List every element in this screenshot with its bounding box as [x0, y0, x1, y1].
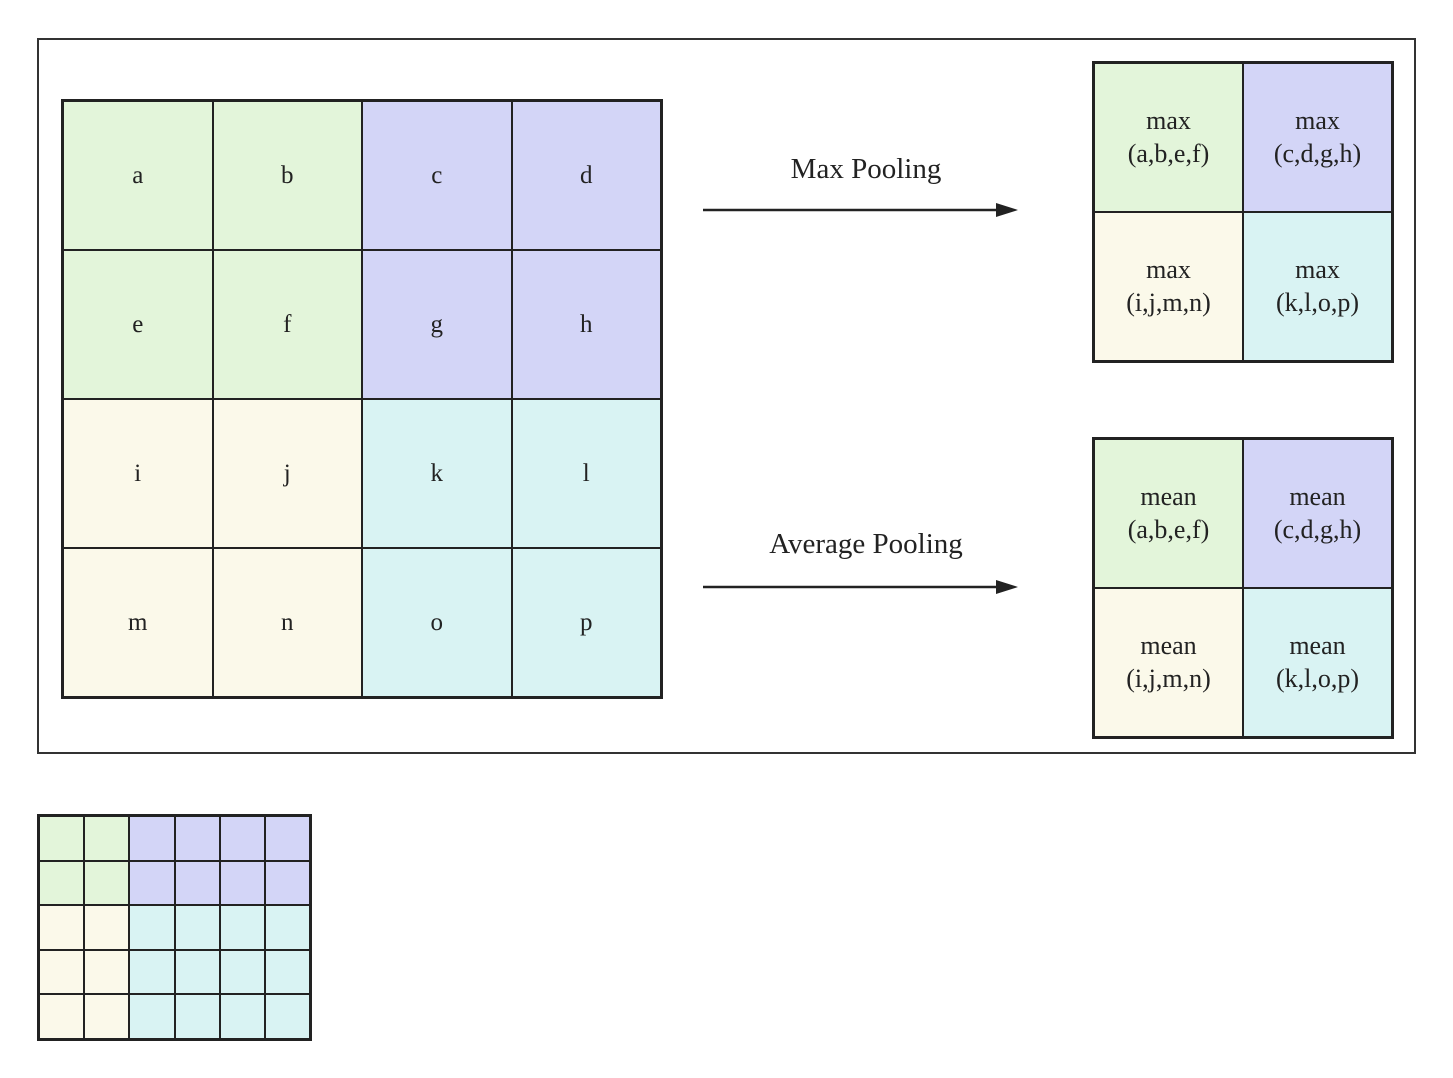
max-output-cell: max (a,b,e,f) — [1094, 63, 1243, 212]
max-pooling-label: Max Pooling — [790, 153, 942, 185]
mini-grid-cell — [174, 905, 220, 950]
input-cell: g — [362, 250, 512, 399]
mean-output-cell: mean (a,b,e,f) — [1094, 439, 1243, 588]
mini-grid-cell — [129, 949, 175, 995]
mini-grid-cell — [264, 816, 310, 861]
input-cell: d — [511, 101, 661, 250]
mini-grid-cell — [174, 860, 220, 906]
input-cell: n — [212, 548, 362, 697]
input-cell: m — [63, 548, 213, 697]
mini-grid-cell — [219, 905, 265, 950]
mini-grid-cell — [219, 994, 265, 1039]
input-cell: a — [63, 101, 213, 250]
mini-grid-cell — [219, 816, 265, 861]
input-cell: h — [511, 250, 661, 399]
mini-grid-cell — [129, 994, 175, 1039]
mini-grid-cell — [84, 994, 130, 1039]
input-cell: k — [362, 399, 512, 548]
input-cell: o — [362, 548, 512, 697]
mini-grid-cell — [84, 860, 130, 906]
mini-grid-cell — [129, 860, 175, 906]
average-pooling-output-grid: mean (a,b,e,f) mean (c,d,g,h) mean (i,j,… — [1092, 437, 1394, 739]
input-grid: a b c d e f g h i j k l m n o p — [61, 99, 663, 699]
average-pooling-label: Average Pooling — [769, 528, 963, 560]
average-pooling-arrow — [703, 580, 1018, 594]
mean-output-cell: mean (c,d,g,h) — [1243, 439, 1392, 588]
input-cell: e — [63, 250, 213, 399]
input-cell: j — [212, 399, 362, 548]
mini-grid-cell — [174, 816, 220, 861]
mini-grid-cell — [39, 905, 85, 950]
mini-grid-cell — [174, 949, 220, 995]
input-cell: p — [511, 548, 661, 697]
input-cell: b — [212, 101, 362, 250]
mini-grid-cell — [174, 994, 220, 1039]
max-pooling-output-grid: max (a,b,e,f) max (c,d,g,h) max (i,j,m,n… — [1092, 61, 1394, 363]
mini-grid-cell — [219, 949, 265, 995]
input-cell: i — [63, 399, 213, 548]
input-cell: c — [362, 101, 512, 250]
max-pooling-arrow — [703, 203, 1018, 217]
mini-grid-cell — [39, 816, 85, 861]
mini-grid-cell — [219, 860, 265, 906]
mini-grid-cell — [39, 949, 85, 995]
mini-grid-cell — [129, 816, 175, 861]
mini-grid-cell — [84, 905, 130, 950]
mini-grid-cell — [84, 816, 130, 861]
mini-grid-cell — [264, 949, 310, 995]
input-cell: f — [212, 250, 362, 399]
mini-grid-cell — [264, 905, 310, 950]
mini-grid-cell — [39, 994, 85, 1039]
mini-grid-cell — [39, 860, 85, 906]
input-cell: l — [511, 399, 661, 548]
max-output-cell: max (c,d,g,h) — [1243, 63, 1392, 212]
mini-grid-cell — [129, 905, 175, 950]
max-output-cell: max (k,l,o,p) — [1243, 212, 1392, 361]
mean-output-cell: mean (k,l,o,p) — [1243, 588, 1392, 737]
diagram-frame — [37, 38, 1416, 754]
mini-grid-cell — [84, 949, 130, 995]
max-output-cell: max (i,j,m,n) — [1094, 212, 1243, 361]
mini-grid — [37, 814, 312, 1041]
mini-grid-cell — [264, 994, 310, 1039]
mini-grid-cell — [264, 860, 310, 906]
mean-output-cell: mean (i,j,m,n) — [1094, 588, 1243, 737]
